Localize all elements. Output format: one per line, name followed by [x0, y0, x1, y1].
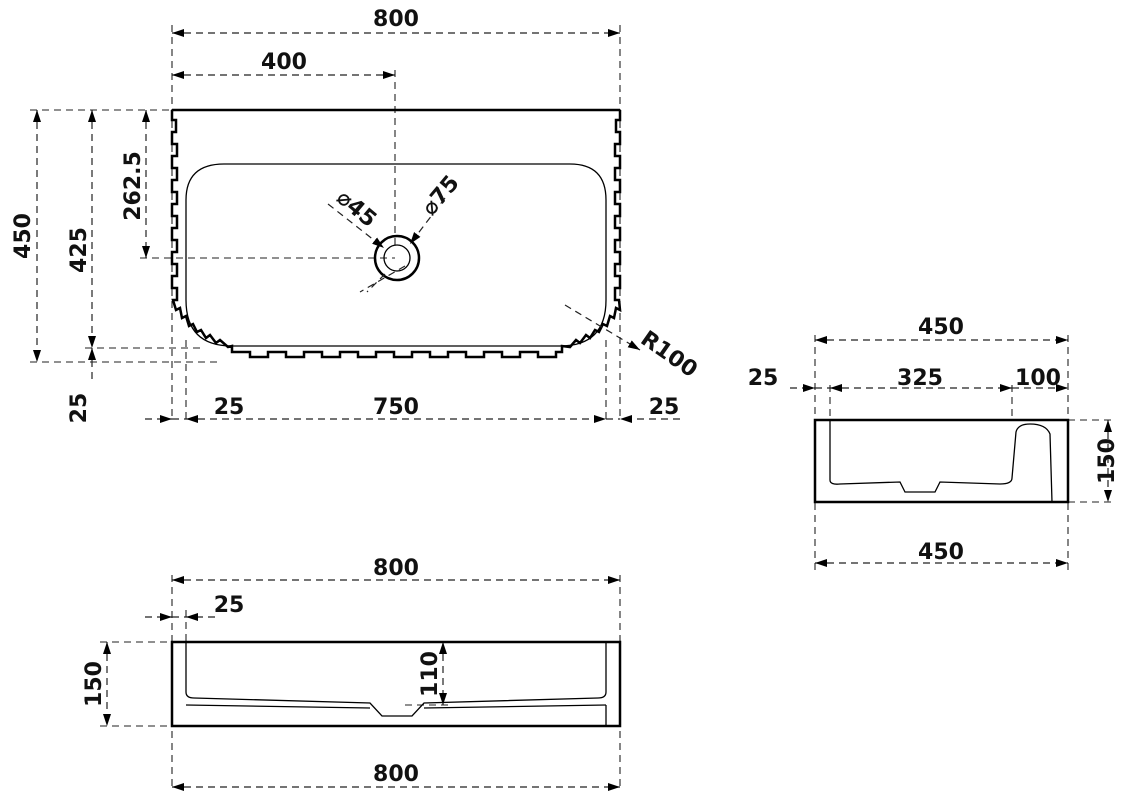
front-base-line-right: [423, 704, 607, 709]
top-width-label: 800: [373, 7, 419, 32]
right-wall-label: 25: [649, 395, 680, 420]
front-profile: [170, 640, 622, 728]
side-wall-label: 25: [748, 366, 779, 391]
drain-inner: [383, 244, 411, 272]
front-bowl-cavity: [185, 642, 607, 717]
side-profile: [813, 418, 1070, 504]
front-view: 800 25 150 110 800: [82, 556, 622, 791]
left-wall-label: 25: [214, 395, 245, 420]
front-bowl-height-label: 110: [418, 651, 443, 697]
drain-small-label: ⌀45: [331, 185, 381, 232]
side-view: 450 25 325 100 150 450: [748, 315, 1120, 570]
top-height-label: 450: [11, 213, 36, 259]
side-bowl-label: 325: [897, 366, 943, 391]
drain-outer: [373, 234, 421, 282]
side-bowl-cavity: [829, 420, 1053, 503]
front-height-label: 150: [82, 661, 107, 707]
bowl-inner-outline: [185, 163, 607, 347]
front-base-line-left: [185, 704, 371, 709]
side-depth-bottom-label: 450: [918, 540, 964, 565]
side-height-label: 150: [1095, 438, 1120, 484]
basin-outline: [170, 108, 622, 359]
drain-from-top-label: 262.5: [121, 151, 146, 221]
bottom-edge-label: 25: [67, 393, 92, 424]
front-wall-label: 25: [214, 593, 245, 618]
drain-offset-label: 400: [261, 50, 307, 75]
top-view: 800 400 450 425 262.5 25 25 750 25: [11, 7, 702, 423]
side-depth-top-label: 450: [918, 315, 964, 340]
drain-large-label: ⌀75: [417, 171, 464, 221]
corner-radius-label: R100: [636, 326, 702, 383]
front-width-bottom-label: 800: [373, 762, 419, 787]
side-shelf-label: 100: [1015, 366, 1061, 391]
inner-height-label: 425: [67, 227, 92, 273]
front-width-top-label: 800: [373, 556, 419, 581]
bowl-width-label: 750: [373, 395, 419, 420]
